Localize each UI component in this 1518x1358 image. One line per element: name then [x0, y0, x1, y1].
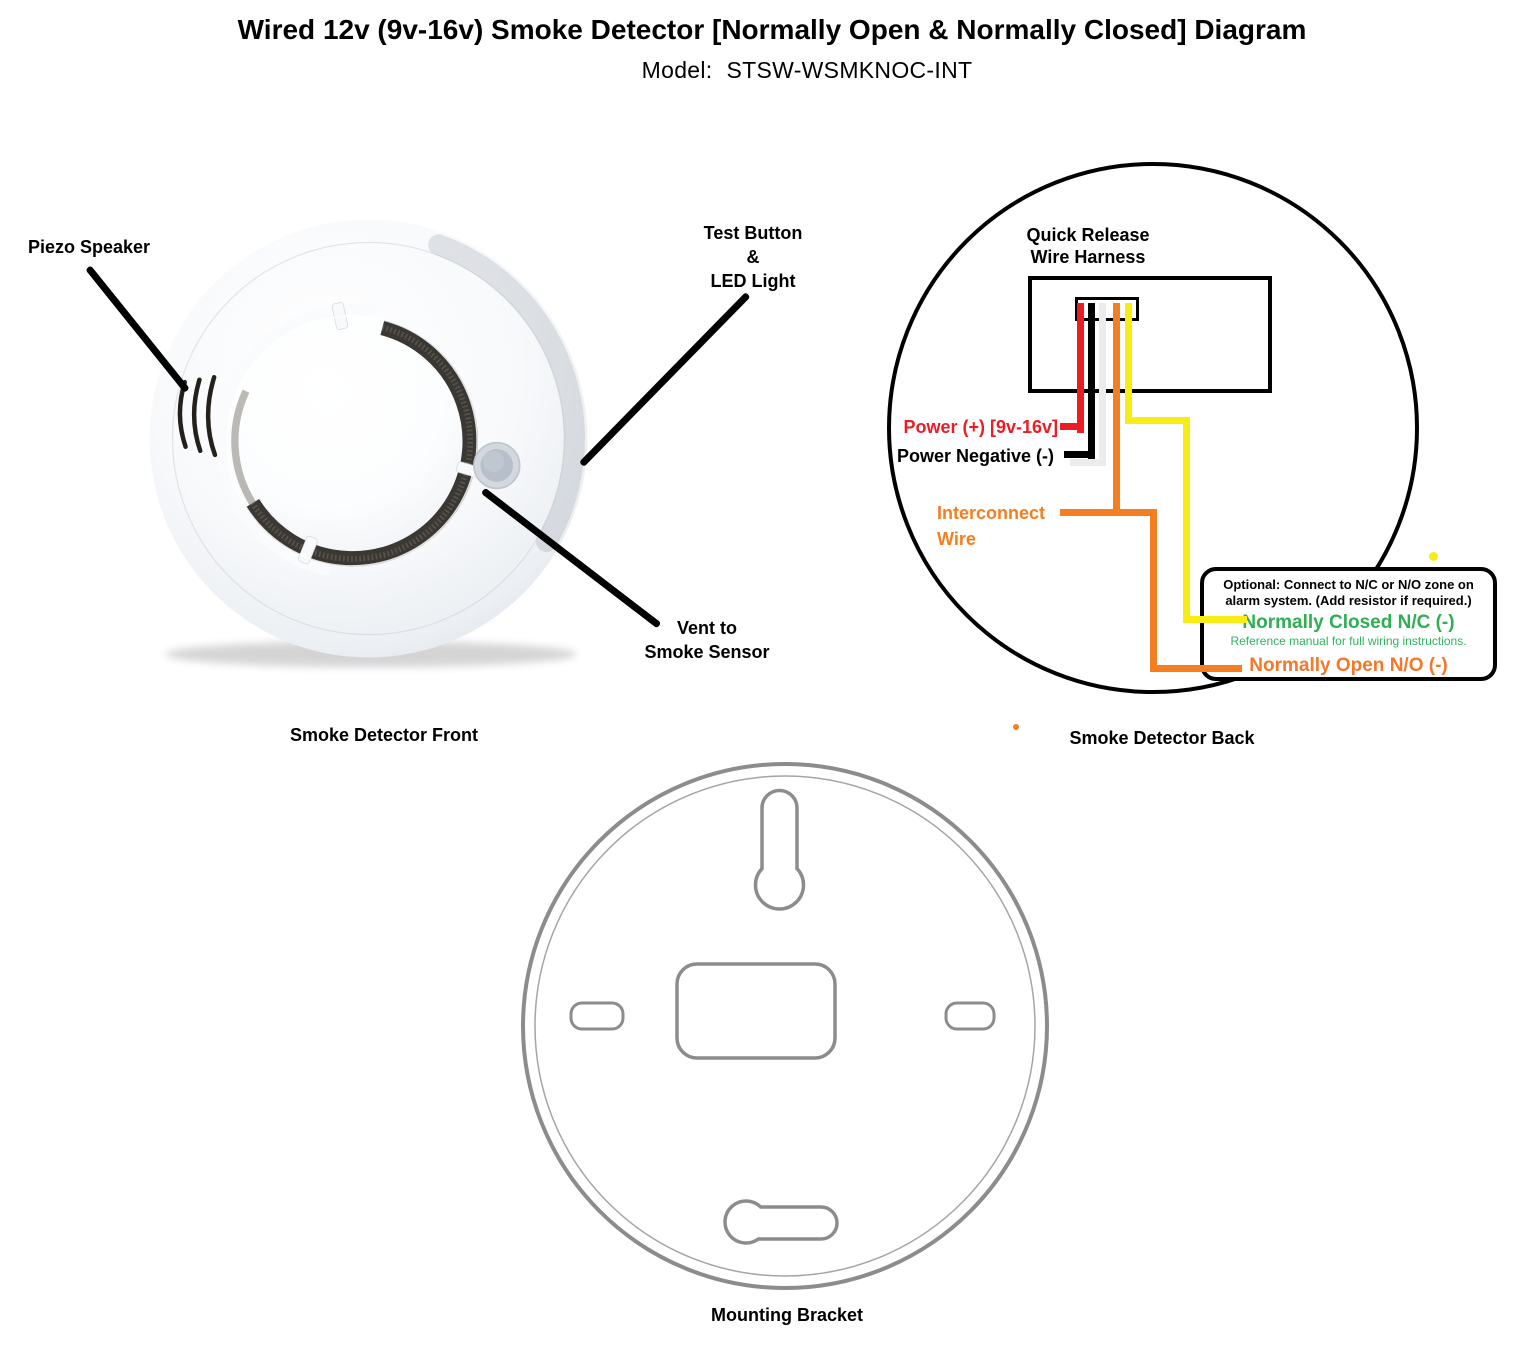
bracket-inner-circle — [534, 775, 1036, 1277]
normally-closed-label: Normally Closed N/C (-) — [1242, 612, 1455, 633]
detector-back-outline — [887, 162, 1419, 694]
label-vent-line1: Vent to — [676, 618, 737, 638]
smoke-detector-front-photo — [149, 219, 588, 668]
page-subtitle: Model: STSW-WSMKNOC-INT — [48, 57, 1518, 84]
mounting-bracket-drawing — [521, 762, 1049, 1290]
label-vent: Vent to Smoke Sensor — [632, 616, 782, 664]
bracket-bottom-keyhole — [723, 1199, 839, 1245]
page-title: Wired 12v (9v-16v) Smoke Detector [Norma… — [237, 14, 1307, 45]
detector-edge-shading — [428, 234, 585, 553]
smoke-sensor-mesh-fade — [231, 389, 256, 506]
orange-dot-mark — [1013, 724, 1019, 730]
interconnect-wire-horizontal-1 — [1060, 509, 1157, 516]
power-positive-wire-hook — [1060, 423, 1084, 430]
harness-title-line2: Wire Harness — [1030, 247, 1146, 267]
bracket-right-slot — [944, 1001, 996, 1031]
optional-note-line2: alarm system. (Add resistor if required.… — [1225, 593, 1472, 608]
white-wire-hook — [1070, 459, 1106, 466]
label-test-line2: & — [746, 247, 760, 267]
power-negative-wire-vertical — [1088, 303, 1095, 459]
test-button[interactable] — [473, 441, 521, 490]
interconnect-label-line2: Wire — [937, 529, 976, 549]
wire-harness-rect — [1028, 276, 1272, 393]
interconnect-label: Interconnect Wire — [937, 500, 1045, 552]
harness-title: Quick Release Wire Harness — [1008, 224, 1168, 268]
optional-note-line1: Optional: Connect to N/C or N/O zone on — [1223, 577, 1474, 592]
yellow-wire-vertical-2 — [1183, 417, 1190, 623]
normally-open-label: Normally Open N/O (-) — [1249, 655, 1448, 676]
detector-body-seam — [171, 241, 566, 636]
yellow-dot-mark — [1429, 552, 1438, 561]
yellow-wire-horizontal-2 — [1183, 616, 1247, 623]
yellow-wire-vertical-1 — [1125, 303, 1132, 424]
interconnect-label-line1: Interconnect — [937, 503, 1046, 523]
dome-clip-bottom — [297, 535, 318, 565]
reference-manual-note: Reference manual for full wiring instruc… — [1230, 634, 1467, 648]
bracket-caption: Mounting Bracket — [710, 1305, 863, 1325]
dome-rim-highlight — [226, 315, 478, 567]
power-positive-wire-vertical — [1077, 303, 1084, 433]
back-caption: Smoke Detector Back — [1069, 728, 1255, 748]
front-caption: Smoke Detector Front — [289, 725, 479, 745]
label-test-line3: LED Light — [710, 271, 796, 291]
bracket-top-keyhole — [753, 788, 806, 911]
bracket-center-slot — [675, 962, 837, 1060]
label-test-button: Test Button & LED Light — [678, 221, 828, 293]
interconnect-wire-vertical-2 — [1150, 509, 1157, 672]
power-positive-label: Power (+) [9v-16v] — [903, 417, 1058, 437]
model-label: Model: — [641, 57, 713, 83]
dome-flange — [215, 304, 377, 576]
bracket-left-slot — [569, 1001, 625, 1031]
model-value: STSW-WSMKNOC-INT — [726, 57, 973, 83]
detector-dome — [227, 316, 478, 566]
power-negative-wire-hook — [1064, 451, 1095, 458]
label-piezo-speaker: Piezo Speaker — [28, 237, 151, 257]
optional-zone-box: Optional: Connect to N/C or N/O zone on … — [1200, 567, 1497, 681]
interconnect-wire-vertical-1 — [1113, 303, 1120, 516]
interconnect-wire-horizontal-2 — [1150, 665, 1242, 672]
yellow-wire-horizontal-1 — [1125, 417, 1190, 424]
white-wire-vertical — [1099, 303, 1106, 466]
power-negative-label: Power Negative (-) — [896, 446, 1054, 466]
label-test-line1: Test Button — [703, 223, 803, 243]
label-vent-line2: Smoke Sensor — [644, 642, 770, 662]
harness-title-line1: Quick Release — [1026, 225, 1150, 245]
